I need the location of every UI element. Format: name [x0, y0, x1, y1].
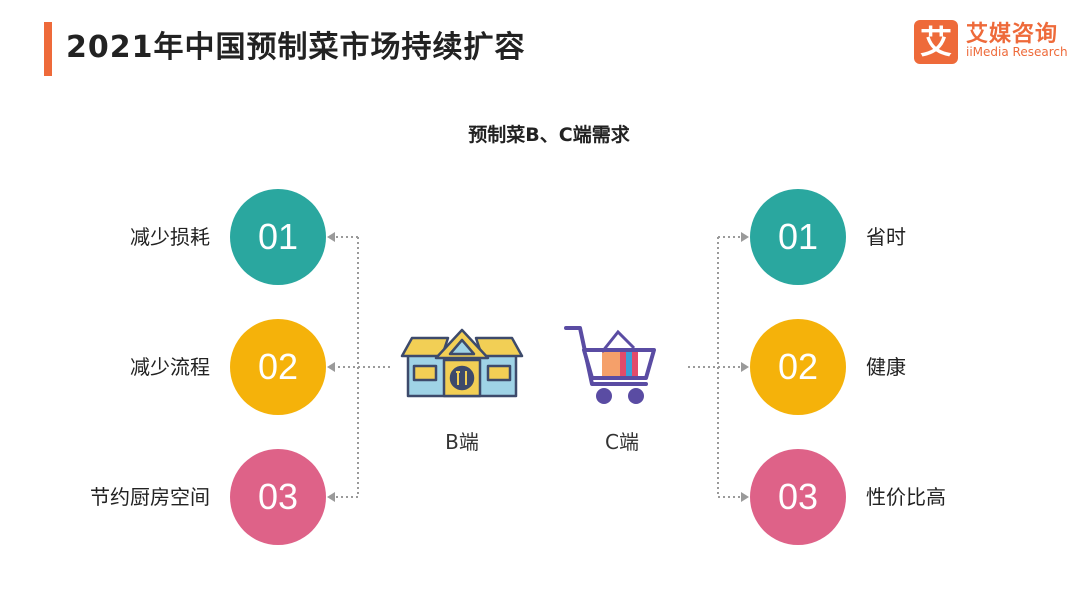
shopping-cart-icon [564, 326, 656, 404]
arrowhead-right-center [741, 362, 749, 372]
logo-mark-icon: 艾 [914, 20, 958, 64]
c-item-3-number-circle: 03 [750, 449, 846, 545]
page-title: 2021年中国预制菜市场持续扩容 [66, 30, 526, 65]
arrowhead-left-bottom [327, 492, 335, 502]
c-side-caption: C端 [605, 430, 639, 454]
b-item-2-number-circle: 02 [230, 319, 326, 415]
b-item-2-label: 减少流程 [130, 355, 210, 379]
b-side-caption: B端 [445, 430, 479, 454]
c-item-2-label: 健康 [866, 355, 906, 379]
logo-english-name: iiMedia Research [966, 45, 1068, 59]
brand-logo: 艾 艾媒咨询 iiMedia Research [910, 16, 1070, 64]
arrowhead-right-top [741, 232, 749, 242]
arrowhead-left-top [327, 232, 335, 242]
b-item-3-label: 节约厨房空间 [90, 485, 210, 509]
b-item-1-number-circle: 01 [230, 189, 326, 285]
diagram-subtitle: 预制菜B、C端需求 [468, 124, 630, 146]
c-item-1-number-circle: 01 [750, 189, 846, 285]
logo-chinese-name: 艾媒咨询 [966, 22, 1059, 47]
title-accent-bar [44, 22, 52, 76]
arrowhead-left-center [327, 362, 335, 372]
c-item-1-label: 省时 [866, 225, 906, 249]
b-item-3-number-circle: 03 [230, 449, 326, 545]
c-item-3-label: 性价比高 [866, 485, 946, 509]
c-item-2-number-circle: 02 [750, 319, 846, 415]
restaurant-building-icon [400, 328, 524, 398]
arrowhead-right-bottom [741, 492, 749, 502]
b-item-1-label: 减少损耗 [130, 225, 210, 249]
